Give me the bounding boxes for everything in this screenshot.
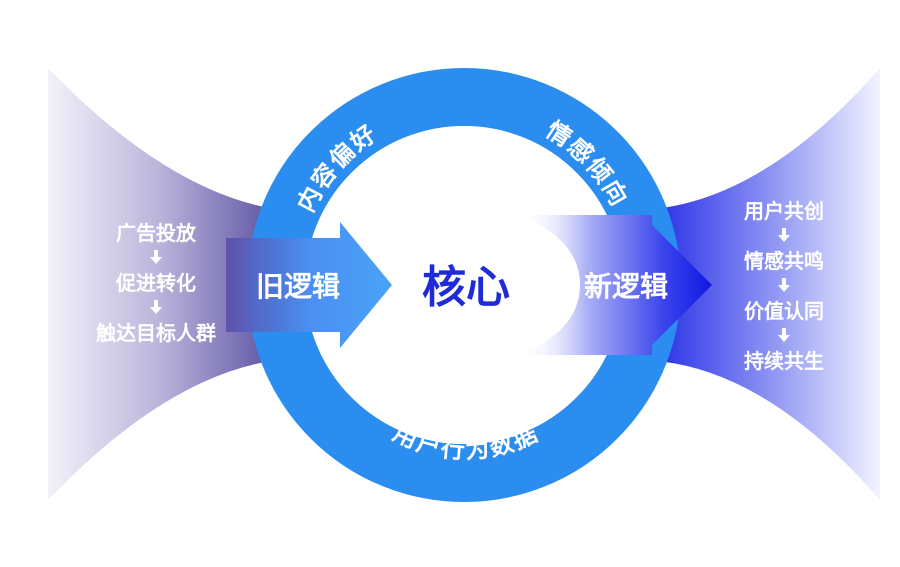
left-flow-step: 促进转化 <box>115 271 196 295</box>
core-label: 核心 <box>422 262 510 313</box>
new-logic-label: 新逻辑 <box>584 270 668 303</box>
right-flow-step: 持续共生 <box>744 349 824 373</box>
core-inner-circle <box>305 126 623 444</box>
down-arrow-icon <box>778 228 790 242</box>
down-arrow-icon <box>150 300 162 314</box>
right-flow-step: 情感共鸣 <box>744 249 824 273</box>
new-logic-arrow <box>520 215 712 355</box>
old-logic-arrow <box>226 222 392 348</box>
down-arrow-icon <box>778 278 790 292</box>
left-funnel <box>48 68 300 500</box>
down-arrow-icon <box>778 328 790 342</box>
down-arrow-icon <box>150 250 162 264</box>
left-flow-step: 触达目标人群 <box>96 321 216 345</box>
right-funnel <box>640 68 880 500</box>
old-logic-label: 旧逻辑 <box>256 270 340 303</box>
right-flow-step: 价值认同 <box>744 299 824 323</box>
left-flow-step: 广告投放 <box>116 221 197 245</box>
right-flow-step: 用户共创 <box>744 199 824 223</box>
